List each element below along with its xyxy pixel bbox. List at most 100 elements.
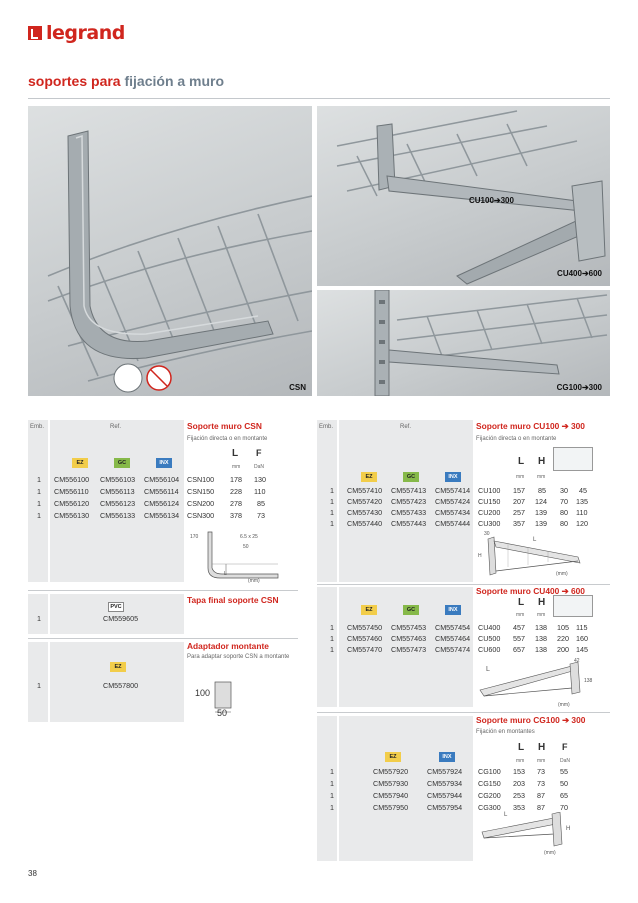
table-cell: 139 xyxy=(535,508,547,517)
table-cell: 357 xyxy=(513,519,525,528)
table-cell: 138 xyxy=(535,623,547,632)
table-cell: CM557924 xyxy=(427,767,463,776)
table-cell: 145 xyxy=(576,645,588,654)
table-cell: CM556114 xyxy=(144,487,179,496)
table-cell: 87 xyxy=(537,803,545,812)
table-cell: 45 xyxy=(579,486,587,495)
height-icon: H xyxy=(538,456,546,467)
length-icon: L xyxy=(518,742,525,753)
table-cell: 1 xyxy=(37,681,41,690)
table-cell: 253 xyxy=(513,791,525,800)
csn-technical-drawing: 170 6.5 x 25 50 L (mm) xyxy=(188,528,298,584)
cu100-unit-h: mm xyxy=(537,474,546,480)
badge-inx: INX xyxy=(445,472,461,482)
table-cell: CU100 xyxy=(478,486,501,495)
table-cell: 1 xyxy=(330,779,334,788)
table-cell: CM557414 xyxy=(435,486,471,495)
photo-label-cu400: CU400➔600 xyxy=(557,269,602,278)
table-cell: 1 xyxy=(37,614,41,623)
cu-bracket-illustration xyxy=(336,110,606,285)
cu100-emb-column xyxy=(317,420,337,582)
badge-ez: EZ xyxy=(110,662,126,672)
table-cell: CM557944 xyxy=(427,791,463,800)
csn-unit-l: mm xyxy=(232,464,241,470)
table-cell: CU150 xyxy=(478,497,501,506)
badge-pvc: PVC xyxy=(108,602,124,612)
table-cell: 178 xyxy=(230,475,242,484)
cu100-separator xyxy=(317,584,610,585)
photo-label-cg100: CG100➔300 xyxy=(556,383,602,392)
cu100-section-title: Soporte muro CU100 ➔ 300 xyxy=(476,421,585,431)
cu100-unit-l: mm xyxy=(516,474,525,480)
table-cell: 378 xyxy=(230,511,242,520)
table-cell: CM557950 xyxy=(373,803,409,812)
table-cell: 1 xyxy=(330,645,334,654)
csn-unit-f: DaN xyxy=(254,464,265,470)
badge-gc: GC xyxy=(403,605,419,615)
photo-csn: CSN xyxy=(28,106,312,396)
badge-ez: EZ xyxy=(361,605,377,615)
tapa-emb-column xyxy=(28,594,48,634)
table-cell: 139 xyxy=(535,519,547,528)
table-cell: CM557433 xyxy=(391,508,427,517)
brand-name: legrand xyxy=(46,22,125,44)
table-cell: CM557464 xyxy=(435,634,471,643)
length-icon: L xyxy=(518,456,525,467)
csn-ref-band xyxy=(50,420,184,582)
badge-inx: INX xyxy=(156,458,172,468)
table-cell: CM557443 xyxy=(391,519,427,528)
table-cell: CM556110 xyxy=(54,487,89,496)
cg100-ref-band xyxy=(339,716,473,861)
title-divider xyxy=(28,98,610,99)
length-icon: L xyxy=(518,597,525,608)
table-cell: 73 xyxy=(257,511,265,520)
table-cell: 55 xyxy=(560,767,568,776)
table-cell: 80 xyxy=(560,519,568,528)
table-cell: 1 xyxy=(330,623,334,632)
table-cell: 115 xyxy=(576,623,588,632)
legrand-mark-icon xyxy=(28,26,42,40)
table-cell: CM557800 xyxy=(103,681,139,690)
table-cell: 85 xyxy=(538,486,546,495)
load-icon: F xyxy=(256,448,262,458)
cu400-technical-drawing: L 42 138 (mm) xyxy=(476,658,606,708)
table-cell: CU400 xyxy=(478,623,501,632)
table-cell: 1 xyxy=(330,508,334,517)
table-cell: 207 xyxy=(513,497,525,506)
badge-ez: EZ xyxy=(385,752,401,762)
badge-inx: INX xyxy=(445,605,461,615)
table-cell: 50 xyxy=(560,779,568,788)
table-cell: CM557463 xyxy=(391,634,427,643)
table-cell: 1 xyxy=(330,486,334,495)
table-cell: CSN150 xyxy=(187,487,215,496)
tapa-ref-band xyxy=(50,594,184,634)
table-cell: 1 xyxy=(37,487,41,496)
table-cell: CSN200 xyxy=(187,499,215,508)
table-cell: CM557934 xyxy=(427,779,463,788)
table-cell: CM557460 xyxy=(347,634,383,643)
adaptador-section-subtitle: Para adaptar soporte CSN a montante xyxy=(187,654,290,660)
table-cell: CSN100 xyxy=(187,475,215,484)
badge-inx: INX xyxy=(439,752,455,762)
table-cell: 657 xyxy=(513,645,525,654)
badge-ez: EZ xyxy=(361,472,377,482)
photo-label-csn: CSN xyxy=(289,383,306,392)
csn-mesh-tray-illustration xyxy=(47,130,312,393)
table-cell: CM556113 xyxy=(100,487,135,496)
table-cell: CM557940 xyxy=(373,791,409,800)
table-cell: CM556124 xyxy=(144,499,180,508)
table-cell: 1 xyxy=(330,497,334,506)
table-cell: 153 xyxy=(513,767,525,776)
csn-section-subtitle: Fijación directa o en montante xyxy=(187,436,268,442)
photo-cg: CG100➔300 xyxy=(317,290,610,396)
table-cell: 1 xyxy=(330,634,334,643)
table-cell: 70 xyxy=(560,803,568,812)
height-icon: H xyxy=(538,742,546,753)
table-cell: 124 xyxy=(535,497,547,506)
table-cell: 353 xyxy=(513,803,525,812)
table-cell: CM557930 xyxy=(373,779,409,788)
adaptador-section-title: Adaptador montante xyxy=(187,641,269,651)
table-cell: CM556123 xyxy=(100,499,136,508)
table-cell: 110 xyxy=(254,487,266,496)
table-cell: CU300 xyxy=(478,519,501,528)
